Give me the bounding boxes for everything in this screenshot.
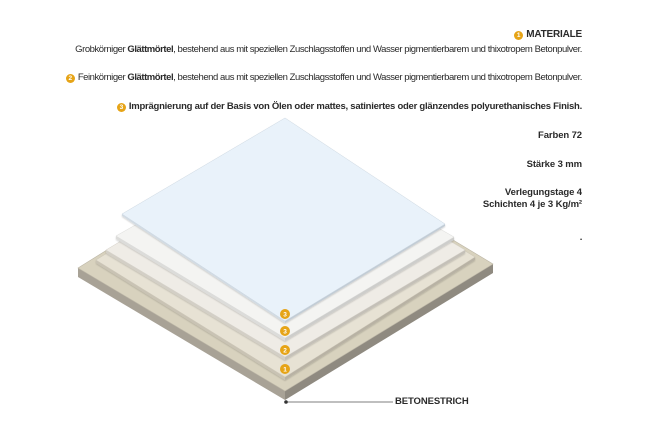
finish-layer <box>121 117 446 323</box>
layer1-bold: Glättmörtel <box>127 44 174 55</box>
layer2-bold: Glättmörtel <box>127 72 174 83</box>
layer-badge-2: 2 <box>280 345 290 355</box>
layer3-text: Imprägnierung auf der Basis von Ölen ode… <box>128 101 582 112</box>
svg-text:3: 3 <box>283 312 287 319</box>
spec-colors: Farben 72 <box>538 130 582 141</box>
layer1-post: , bestehend aus mit speziellen Zuschlags… <box>173 44 582 55</box>
material-layer-1-description: Grobkörniger Glättmörtel, bestehend aus … <box>75 44 582 56</box>
svg-text:2: 2 <box>283 348 287 355</box>
materials-heading-text: MATERIALE <box>526 29 582 40</box>
layer2-pre: Feinkörniger <box>77 72 128 83</box>
concrete-base-label: BETONESTRICH <box>395 396 469 407</box>
spec-trailing-dot: . <box>579 232 583 243</box>
svg-text:1: 1 <box>283 367 287 374</box>
badge-1: 1 <box>514 31 524 40</box>
badge-3: 3 <box>116 103 126 112</box>
layer-badge-3: 3 <box>280 326 290 336</box>
layer1-pre: Grobkörniger <box>75 44 128 55</box>
spec-installation-days: Verlegungstage 4 <box>504 187 582 198</box>
spec-thickness: Stärke 3 mm <box>526 159 583 170</box>
layer2-post: , bestehend aus mit speziellen Zuschlags… <box>173 72 582 83</box>
layer-badge-finish: 3 <box>280 309 290 319</box>
badge-2: 2 <box>65 74 75 83</box>
spec-layers: Schichten 4 je 3 Kg/m² <box>482 199 582 210</box>
layer-badge-1: 1 <box>280 364 290 374</box>
base-leader-dot <box>284 400 288 404</box>
svg-text:3: 3 <box>283 329 287 336</box>
